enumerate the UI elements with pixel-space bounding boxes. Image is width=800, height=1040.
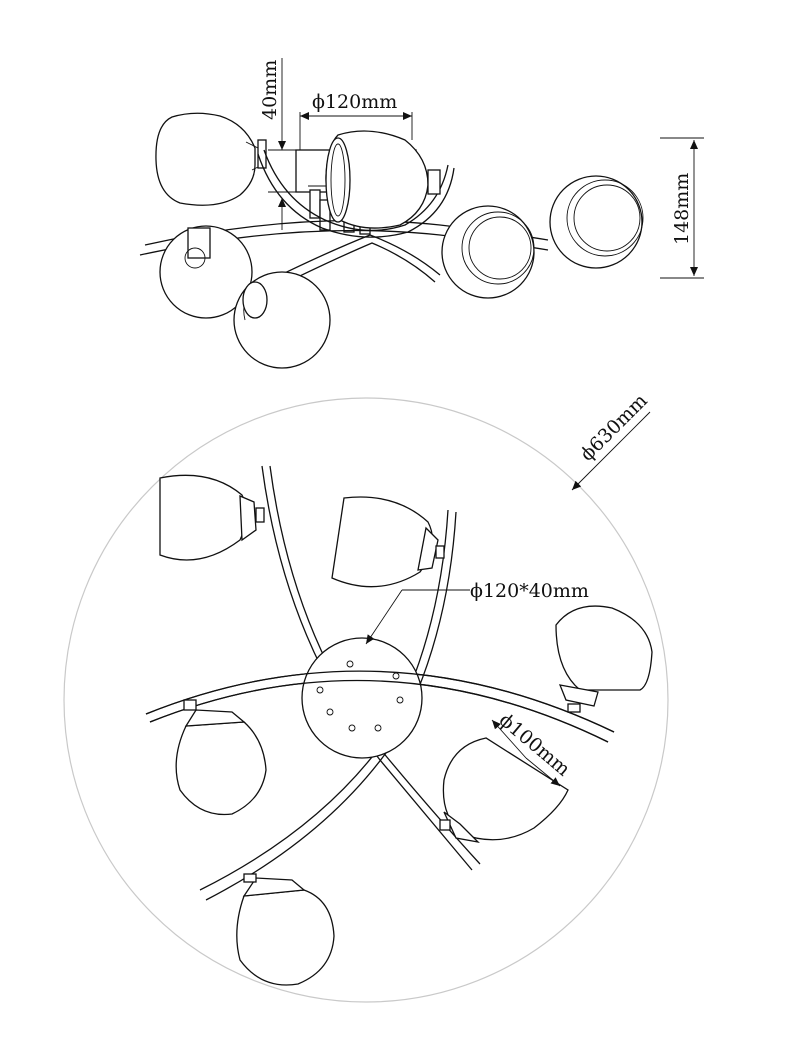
canopy-top (145, 637, 615, 759)
shade-top-left-middle (175, 699, 267, 816)
shade-top-left (159, 474, 265, 561)
dim-40mm-label: 40mm (259, 60, 281, 120)
shade-side-bottom (233, 271, 331, 369)
dim-overall-diameter: ϕ630mm (571, 390, 652, 491)
shade-top-right-lower (439, 737, 569, 844)
shade-top-right (555, 605, 653, 713)
shade-side-left-bottom (159, 225, 253, 319)
overall-diameter-circle (63, 397, 669, 1003)
shade-side-right-2 (549, 175, 644, 269)
dim-148mm: 148mm (660, 137, 704, 279)
shade-top-bottom (236, 873, 335, 986)
dim-canopy-top-label: ϕ120*40mm (470, 580, 589, 602)
shade-side-left-top (155, 112, 267, 206)
shade-side-center (325, 130, 441, 229)
top-view: ϕ630mm ϕ120*40mm ϕ100mm (63, 390, 669, 1003)
dim-40mm: 40mm (259, 58, 296, 230)
side-view: 40mm ϕ120mm 148mm (139, 58, 704, 369)
shade-side-right-1 (441, 205, 535, 299)
dim-overall-diameter-label: ϕ630mm (576, 390, 652, 466)
dim-canopy-top: ϕ120*40mm (365, 580, 589, 645)
dim-canopy-diameter-side: ϕ120mm (299, 91, 413, 150)
dim-canopy-diameter-side-label: ϕ120mm (312, 91, 397, 113)
shade-top-center (331, 496, 445, 588)
dim-148mm-label: 148mm (671, 173, 693, 245)
